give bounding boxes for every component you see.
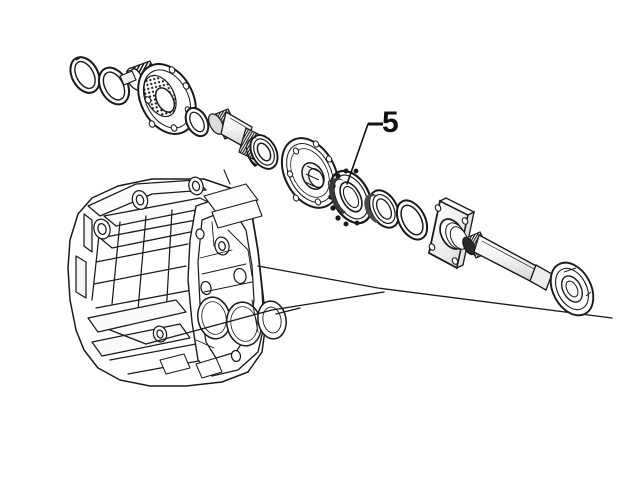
oil-seal-ring (395, 199, 429, 241)
callout-5-leader-line (346, 123, 369, 185)
bearing-spacer-ring (364, 189, 400, 229)
shaft-end-bearing (246, 134, 279, 170)
thrust-washer (184, 106, 210, 138)
shaft-end-flange (549, 261, 595, 317)
drive-flange-plate (137, 63, 197, 135)
callout-number-5: 5 (382, 106, 399, 139)
bearing-cover-plate (280, 137, 340, 209)
axle-tube-outline (109, 265, 613, 345)
square-bearing-carrier (427, 197, 476, 270)
long-output-shaft (462, 231, 553, 291)
shim-ring-outer (69, 56, 101, 94)
output-shaft-ball-bearing (328, 168, 373, 227)
callout-leader-group (346, 122, 383, 185)
